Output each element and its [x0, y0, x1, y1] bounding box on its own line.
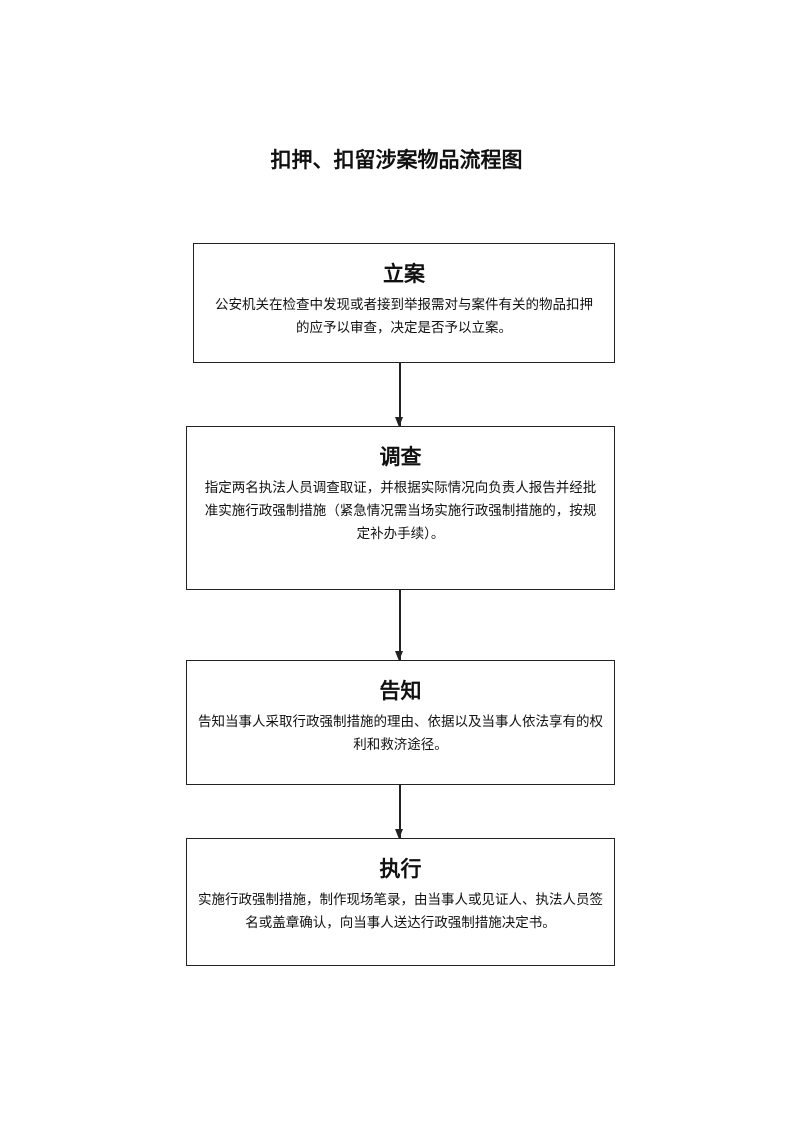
step-text-line: 名或盖章确认，向当事人送达行政强制措施决定书。 [245, 915, 556, 931]
step-box-filing: 立案 公安机关在检查中发现或者接到举报需对与案件有关的物品扣押 的应予以审查，决… [193, 243, 615, 363]
step-box-execution: 执行 实施行政强制措施，制作现场笔录，由当事人或见证人、执法人员签 名或盖章确认… [186, 838, 615, 966]
arrow-connector [396, 363, 402, 427]
step-text-line: 准实施行政强制措施（紧急情况需当场实施行政强制措施的，按规 [204, 503, 597, 519]
step-text-line: 指定两名执法人员调查取证，并根据实际情况向负责人报告并经批 [204, 480, 597, 496]
step-box-notification: 告知 告知当事人采取行政强制措施的理由、依据以及当事人依法享有的权 利和救济途径… [186, 660, 615, 785]
arrow-connector [396, 785, 402, 839]
step-box-investigation: 调查 指定两名执法人员调查取证，并根据实际情况向负责人报告并经批 准实施行政强制… [186, 426, 615, 590]
arrow-connector [396, 590, 402, 661]
step-heading: 立案 [383, 262, 425, 286]
step-text-line: 定补办手续）。 [356, 526, 445, 542]
step-heading: 告知 [379, 679, 422, 703]
step-text-line: 告知当事人采取行政强制措施的理由、依据以及当事人依法享有的权 [198, 714, 603, 730]
step-text-line: 的应予以审查，决定是否予以立案。 [296, 320, 512, 336]
step-text-line: 利和救济途径。 [353, 737, 448, 753]
step-heading: 调查 [379, 445, 422, 469]
step-text-line: 实施行政强制措施，制作现场笔录，由当事人或见证人、执法人员签 [198, 892, 603, 908]
step-heading: 执行 [379, 857, 422, 881]
step-text-line: 公安机关在检查中发现或者接到举报需对与案件有关的物品扣押 [215, 297, 593, 313]
page-title: 扣押、扣留涉案物品流程图 [270, 148, 523, 172]
